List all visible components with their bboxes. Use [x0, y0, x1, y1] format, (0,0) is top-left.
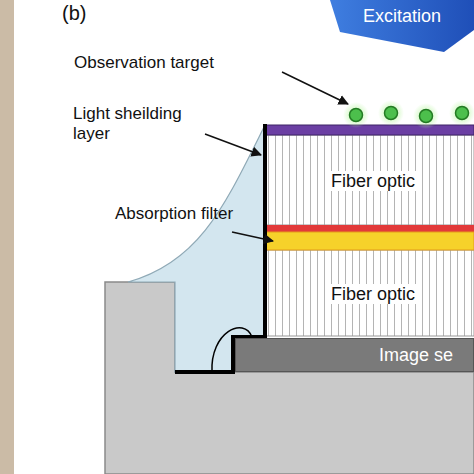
- filter-yellow: [265, 232, 474, 250]
- leader-arrow: [205, 134, 261, 155]
- target-particle: [385, 107, 398, 120]
- target-particle: [420, 110, 433, 123]
- target-glow: [378, 100, 404, 126]
- callout-label: Observation target: [74, 53, 294, 73]
- panel-letter: (b): [62, 3, 102, 23]
- callout-label: Absorption filter: [114, 204, 234, 224]
- fiber-optic-plate: Fiber optic: [265, 135, 474, 225]
- fiber-plate-upper: [265, 135, 474, 225]
- target-particle: [350, 109, 363, 122]
- arrow-fill: [330, 0, 474, 52]
- callout-label: Light sheilding layer: [73, 104, 205, 144]
- fiber-optic-plate: Fiber optic: [265, 250, 474, 336]
- leader-arrow: [282, 72, 348, 104]
- node-text: Fiber optic: [329, 284, 417, 304]
- filter-red: [265, 225, 474, 232]
- node-text: Image se: [379, 345, 453, 365]
- photo-edge: [0, 0, 14, 474]
- encapsulant: [128, 125, 265, 372]
- image-sensor: Image se: [235, 338, 474, 372]
- fiber-plate-lower: [265, 250, 474, 336]
- node-text: Excitation: [363, 6, 441, 26]
- shielding-top-layer: [265, 125, 474, 135]
- target-glow: [343, 102, 369, 128]
- target-particle: [456, 107, 469, 120]
- excitation-arrow: Excitation: [330, 0, 474, 52]
- leader-arrow: [232, 232, 273, 241]
- target-glow: [413, 103, 439, 129]
- light-shielding-line: [175, 124, 265, 372]
- target-glow: [449, 100, 474, 126]
- node-text: Fiber optic: [329, 171, 417, 191]
